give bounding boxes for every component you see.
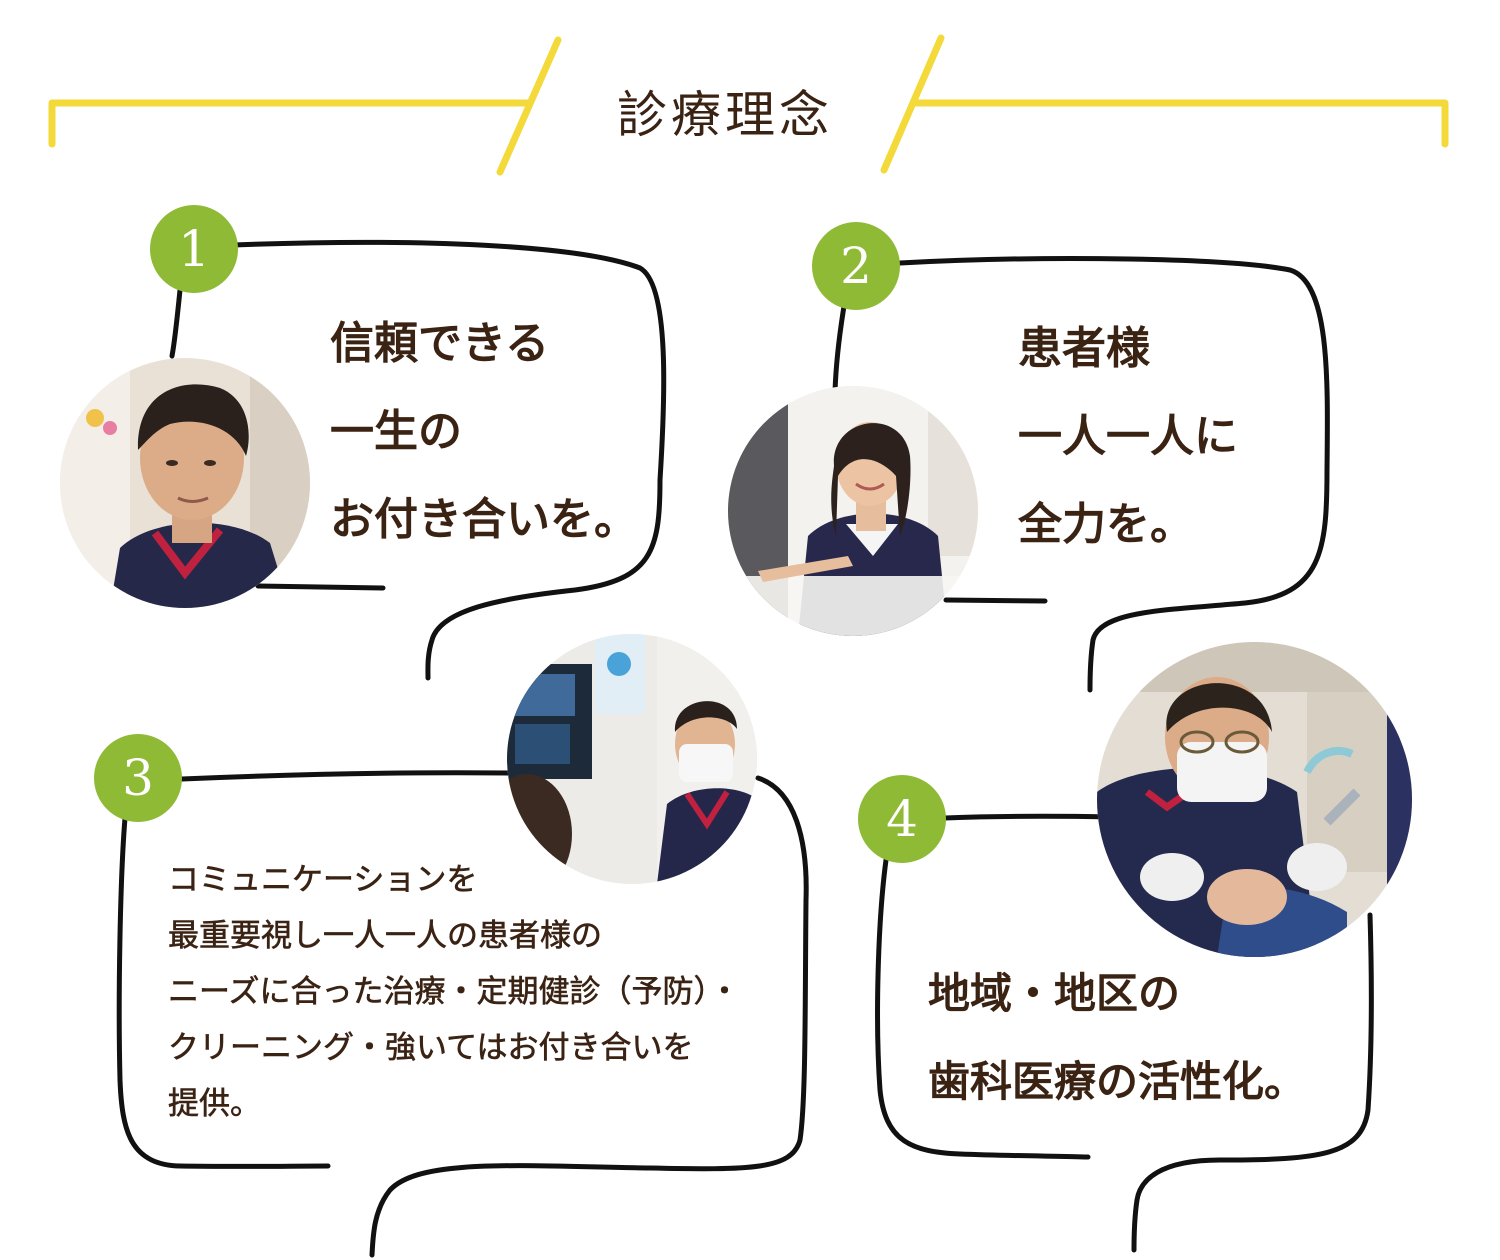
item-4-line: 地域・地区の: [928, 969, 1181, 1018]
item-3-line: 最重要視し一人一人の患者様の: [168, 918, 603, 955]
section-title: 診療理念: [617, 86, 833, 144]
item-1-line: 信頼できる: [330, 318, 550, 369]
bubble-4-left: [875, 857, 1091, 1160]
number-badge-1: 1: [150, 205, 238, 293]
bubble-2-outline: [897, 256, 1330, 693]
number-badge-2: 2: [812, 222, 900, 310]
item-3-text: コミュニケーションを 最重要視し一人一人の患者様の ニーズに合った治療・定期健診…: [168, 852, 741, 1132]
item-1-text: 信頼できる 一生の お付き合いを。: [330, 300, 638, 564]
bubble-2-left-edge: [832, 297, 848, 395]
item-1-line: お付き合いを。: [330, 494, 638, 545]
photo-staff-reception: [728, 386, 978, 636]
bubble-1-outline: [230, 239, 667, 681]
bubble-1-left-edge: [169, 287, 183, 359]
bubble-1-bottom-stub: [255, 583, 386, 591]
photo-dentist-masked: [507, 634, 757, 884]
header-line-left: [48, 99, 531, 148]
item-3-line: ニーズに合った治療・定期健診（予防）・: [168, 974, 741, 1011]
bubble-3-right: [369, 775, 809, 1258]
bubble-3-outline: [179, 770, 513, 782]
item-3-line: クリーニング・強いてはお付き合いを: [168, 1030, 694, 1067]
photo-dentist-portrait: [60, 358, 310, 608]
item-3-line: コミュニケーションを: [168, 862, 478, 899]
item-2-text: 患者様 一人一人に 全力を。: [1018, 305, 1238, 569]
bubble-2-bottom-stub: [943, 597, 1048, 604]
bubble-4-right: [1131, 912, 1374, 1253]
number-badge-3: 3: [94, 734, 182, 822]
item-4-line: 歯科医療の活性化。: [928, 1057, 1307, 1106]
item-2-line: 全力を。: [1018, 499, 1194, 550]
photo-dentist-treatment: [1097, 642, 1412, 957]
bubble-3-left: [116, 815, 331, 1169]
number-badge-4: 4: [858, 775, 946, 863]
item-1-line: 一生の: [330, 406, 462, 457]
item-4-text: 地域・地区の 歯科医療の活性化。: [928, 950, 1306, 1126]
header-slash-left: [496, 36, 562, 176]
item-2-line: 一人一人に: [1018, 411, 1238, 462]
header-line-right: [910, 99, 1449, 148]
item-2-line: 患者様: [1018, 323, 1150, 374]
item-3-line: 提供。: [168, 1086, 262, 1123]
bubble-4-outline: [942, 813, 1113, 821]
